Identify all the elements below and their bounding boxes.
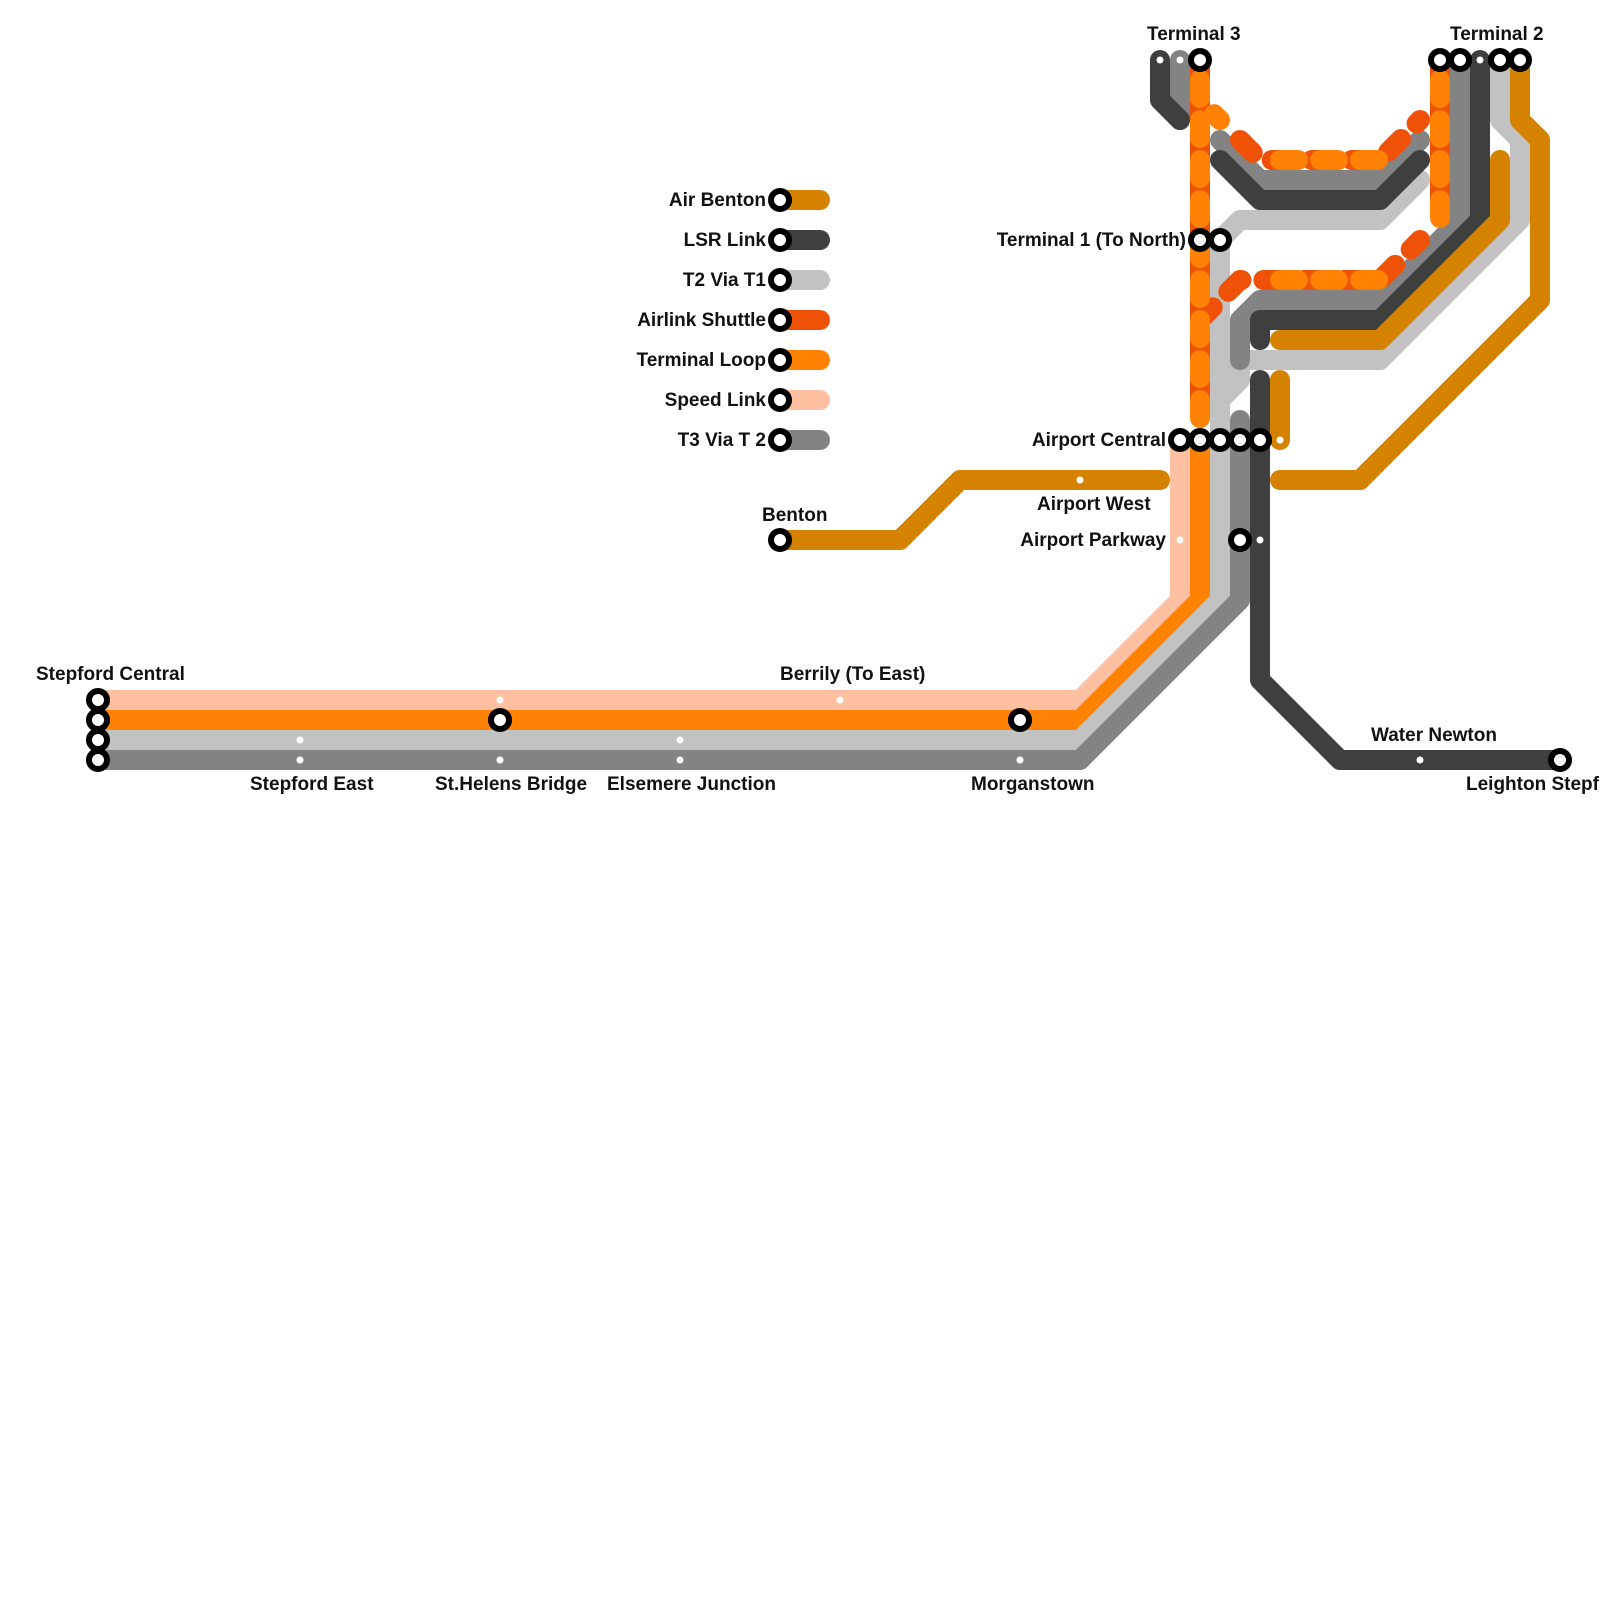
- stop-dot-elsemere-junction: [676, 736, 684, 744]
- station-label-stepford-east: Stepford East: [250, 774, 374, 795]
- station-label-water-newton: Water Newton: [1371, 725, 1497, 746]
- legend-station-icon: [768, 428, 792, 452]
- interchange-markers: [86, 48, 1572, 772]
- legend-label: Air Benton: [669, 190, 766, 211]
- legend-station-icon: [768, 268, 792, 292]
- stop-dot-airport-parkway: [1256, 536, 1264, 544]
- station-label-berrily: Berrily (To East): [780, 664, 925, 685]
- station-marker-airport-central[interactable]: [1208, 428, 1232, 452]
- stop-dot-st-helens-bridge: [496, 756, 504, 764]
- legend-label: Speed Link: [665, 390, 767, 411]
- station-marker-terminal-2[interactable]: [1428, 48, 1452, 72]
- legend-station-icon: [768, 308, 792, 332]
- station-marker-airport-central[interactable]: [1188, 428, 1212, 452]
- legend-item-terminal-loop: Terminal Loop: [637, 348, 830, 372]
- stop-dot-terminal-3: [1176, 56, 1184, 64]
- legend-label: T3 Via T 2: [678, 430, 766, 451]
- stop-dots: [296, 56, 1484, 764]
- station-marker-airport-central[interactable]: [1248, 428, 1272, 452]
- legend-label: T2 Via T1: [683, 270, 767, 291]
- station-marker-airport-central[interactable]: [1228, 428, 1252, 452]
- station-label-st-helens-bridge: St.Helens Bridge: [435, 774, 587, 795]
- stop-dot-elsemere-junction: [676, 756, 684, 764]
- station-label-terminal-1: Terminal 1 (To North): [997, 230, 1186, 251]
- legend-item-t2-via-t1: T2 Via T1: [683, 268, 830, 292]
- line-t3-via-t2: [88, 50, 1470, 770]
- station-marker-terminal-3[interactable]: [1188, 48, 1212, 72]
- legend-station-icon: [768, 388, 792, 412]
- station-marker-terminal-1[interactable]: [1188, 228, 1212, 252]
- legend-station-icon: [768, 348, 792, 372]
- stop-dot-stepford-east: [296, 736, 304, 744]
- legend-station-icon: [768, 188, 792, 212]
- station-marker-terminal-1[interactable]: [1208, 228, 1232, 252]
- station-label-airport-central: Airport Central: [1032, 430, 1166, 451]
- stop-dot-terminal-2: [1476, 56, 1484, 64]
- line-speed-link: [88, 430, 1190, 710]
- station-marker-airport-parkway[interactable]: [1228, 528, 1252, 552]
- station-label-terminal-3: Terminal 3: [1147, 24, 1241, 45]
- station-marker-stepford-central[interactable]: [86, 708, 110, 732]
- line-lsr-link: [1150, 50, 1570, 770]
- station-label-airport-parkway: Airport Parkway: [1020, 530, 1166, 551]
- line-terminal-loop: [88, 430, 1210, 730]
- legend-label: Airlink Shuttle: [637, 310, 766, 331]
- stop-dot-stepford-east: [296, 756, 304, 764]
- station-marker-leighton-stepford[interactable]: [1548, 748, 1572, 772]
- station-marker-st-helens-bridge[interactable]: [488, 708, 512, 732]
- stop-dot-water-newton: [1416, 756, 1424, 764]
- station-marker-terminal-2[interactable]: [1488, 48, 1512, 72]
- legend-station-icon: [768, 228, 792, 252]
- stop-dot-airport-parkway: [1176, 536, 1184, 544]
- legend-item-t3-via-t2: T3 Via T 2: [678, 428, 830, 452]
- legend-item-lsr-link: LSR Link: [684, 228, 830, 252]
- station-marker-airport-central[interactable]: [1168, 428, 1192, 452]
- station-marker-morganstown[interactable]: [1008, 708, 1032, 732]
- station-marker-stepford-central[interactable]: [86, 748, 110, 772]
- station-label-leighton-stepford: Leighton Stepf: [1466, 774, 1600, 795]
- station-label-stepford-central: Stepford Central: [36, 664, 185, 685]
- legend-label: Terminal Loop: [637, 350, 766, 371]
- station-marker-terminal-2[interactable]: [1508, 48, 1532, 72]
- legend-item-speed-link: Speed Link: [665, 388, 830, 412]
- station-marker-terminal-2[interactable]: [1448, 48, 1472, 72]
- legend: Air Benton LSR Link T2 Via T1 Airlink Sh…: [637, 188, 830, 452]
- station-label-elsemere-junction: Elsemere Junction: [607, 774, 776, 795]
- stop-dot-terminal-3: [1156, 56, 1164, 64]
- station-label-terminal-2: Terminal 2: [1450, 24, 1544, 45]
- station-marker-benton[interactable]: [768, 528, 792, 552]
- station-label-benton: Benton: [762, 505, 827, 526]
- stop-dot-morganstown: [1016, 756, 1024, 764]
- stop-dot-berrily: [836, 696, 844, 704]
- legend-item-airlink-shuttle: Airlink Shuttle: [637, 308, 830, 332]
- station-labels: Stepford Central Stepford East St.Helens…: [36, 24, 1600, 795]
- stop-dot-airport-central: [1276, 436, 1284, 444]
- stop-dot-airport-west: [1076, 476, 1084, 484]
- route-lines: [88, 50, 1570, 770]
- stop-dot-st-helens-bridge: [496, 696, 504, 704]
- legend-item-air-benton: Air Benton: [669, 188, 830, 212]
- station-marker-stepford-central[interactable]: [86, 728, 110, 752]
- legend-label: LSR Link: [684, 230, 767, 251]
- line-air-benton: [770, 50, 1550, 550]
- station-marker-stepford-central[interactable]: [86, 688, 110, 712]
- station-label-morganstown: Morganstown: [971, 774, 1095, 795]
- station-label-airport-west: Airport West: [1037, 494, 1151, 515]
